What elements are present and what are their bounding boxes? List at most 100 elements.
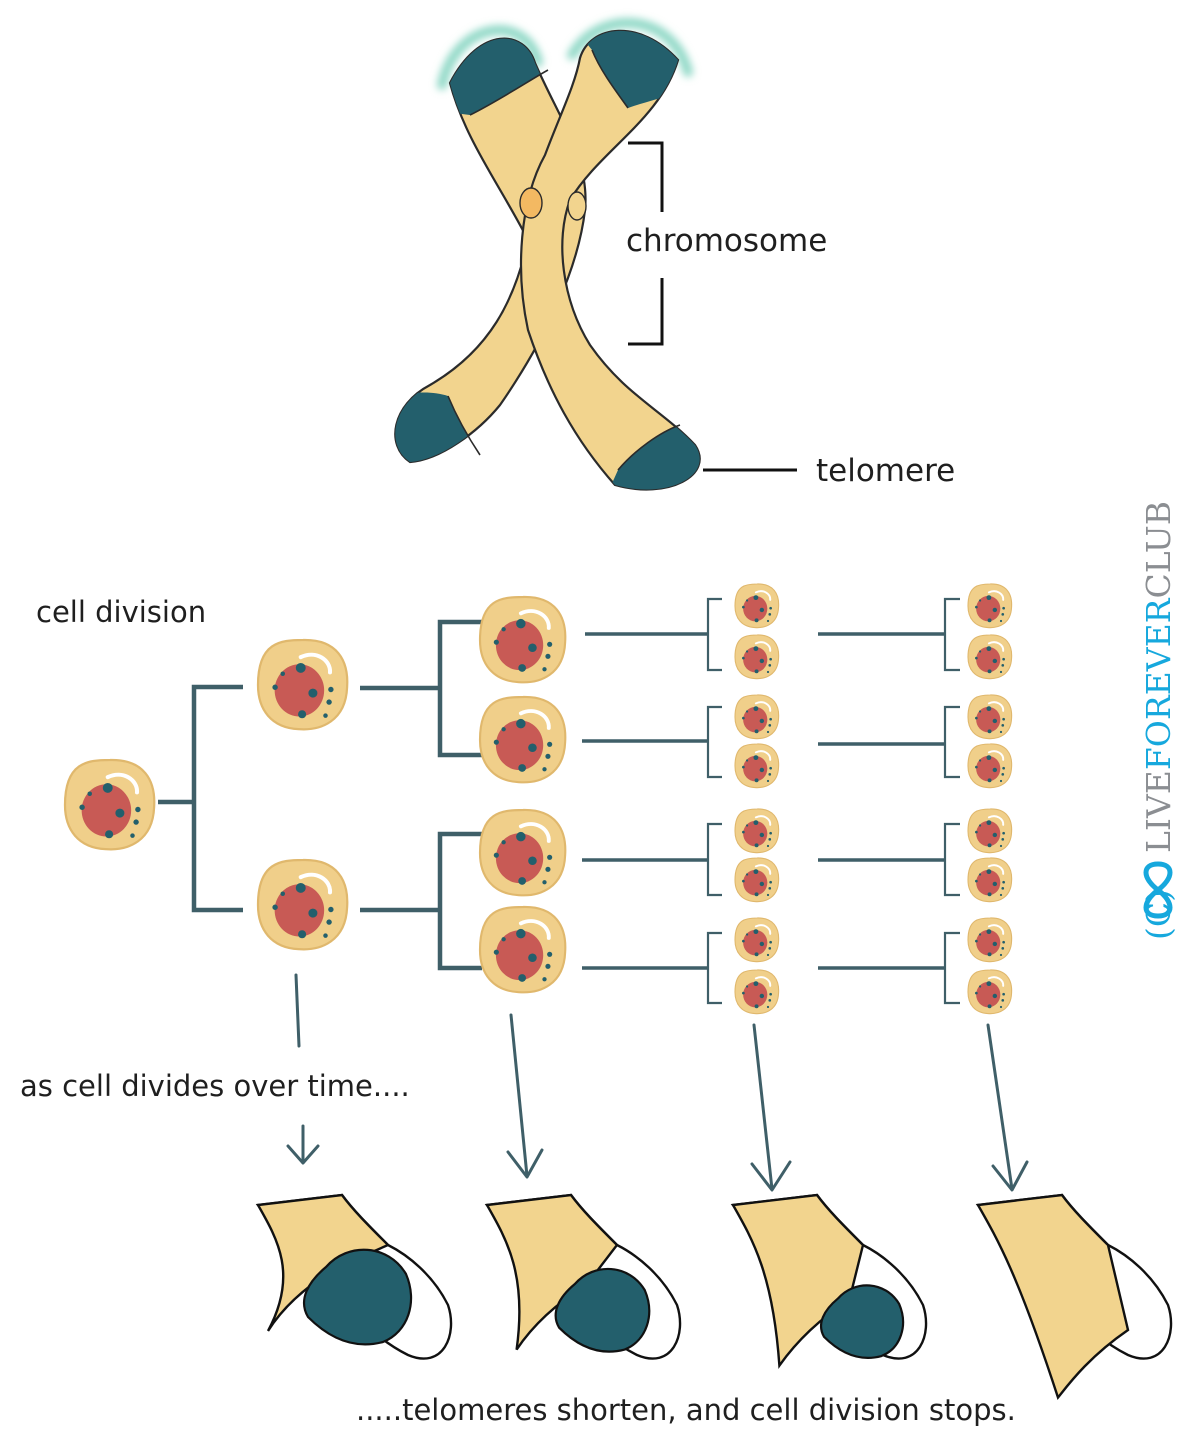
chromatin-dot (102, 782, 113, 793)
chromatin-dot (746, 759, 749, 762)
chromatin-dot (766, 953, 770, 957)
chromatin-dot (759, 658, 765, 664)
chromatin-dot (753, 869, 759, 875)
cell (256, 638, 349, 731)
cell (734, 743, 780, 789)
chromatin-dot (323, 713, 328, 718)
chromatin-dot (759, 881, 765, 887)
watermark-text: (C)LIVEFOREVERCLUB (1139, 501, 1178, 940)
chromatin-dot (1002, 880, 1005, 884)
chromatin-dot (992, 941, 998, 947)
cell-highlight (754, 590, 772, 601)
chromatin-dot (986, 646, 992, 652)
chromatin-dot (759, 832, 765, 838)
chromatid-segment (485, 1193, 619, 1351)
time-arrows (286, 973, 1029, 1192)
telomere-cap (302, 1248, 413, 1346)
cell-highlight (298, 652, 333, 675)
cell (478, 905, 567, 994)
cell-highlight (987, 976, 1005, 987)
chromatin-dot (1002, 606, 1005, 610)
chromatin-dot (975, 879, 978, 883)
cell-highlight (105, 772, 140, 795)
arrow-4 (986, 1023, 1029, 1192)
chromatin-dot (295, 662, 306, 673)
chromatin-dot (742, 939, 745, 943)
cell (967, 743, 1013, 789)
chromatin-dot (992, 993, 998, 999)
cell-highlight (987, 641, 1005, 652)
chromatin-dot (992, 881, 998, 887)
watermark-forever: FOREVER (1139, 597, 1178, 770)
chromatin-dot (501, 627, 506, 632)
nucleus (495, 720, 544, 771)
chromosome-tips-layer (255, 1193, 1173, 1400)
nucleus (743, 706, 768, 733)
chromatin-dot (979, 933, 982, 936)
cell (967, 808, 1013, 854)
chromatin-dot (79, 804, 85, 810)
chromatin-dot (754, 618, 759, 623)
chromatin-dot (87, 791, 92, 796)
chromatin-dot (759, 607, 765, 613)
chromatin-dot (1002, 940, 1005, 944)
chromatin-dot (986, 869, 992, 875)
cell (967, 969, 1013, 1015)
arrow-2 (506, 1013, 544, 1179)
chromatin-dot (1001, 999, 1005, 1002)
cell (734, 694, 780, 740)
chromatin-dot (1001, 838, 1005, 841)
infinity-logo-icon (1143, 861, 1173, 919)
chromatin-dot (323, 933, 328, 938)
chromatin-dot (979, 759, 982, 762)
cell-highlight (754, 924, 772, 935)
chromatin-dot (753, 820, 759, 826)
chromatin-dot (769, 831, 772, 835)
chromatin-dot (986, 595, 992, 601)
cell (967, 917, 1013, 963)
chromatin-dot (547, 951, 553, 957)
chromatin-dot (135, 806, 141, 813)
chromatin-dot (1001, 664, 1005, 667)
chromatin-dot (742, 879, 745, 883)
chromatin-dot (768, 613, 772, 616)
cell (734, 969, 780, 1015)
chromatin-dot (759, 767, 765, 773)
watermark-live: LIVE (1139, 770, 1178, 853)
chromatin-dot (987, 1004, 992, 1009)
chromatin-dot (545, 753, 551, 759)
chromatin-dot (753, 981, 759, 987)
chromatin-dot (769, 657, 772, 661)
chromatin-dot (769, 766, 772, 770)
chromatin-dot (326, 699, 332, 705)
chromatin-dot (528, 856, 537, 866)
cell-highlight (987, 815, 1005, 826)
chromatin-dot (987, 952, 992, 957)
nucleus (274, 884, 325, 937)
chromatin-dot (975, 939, 978, 943)
chromatin-dot (1002, 992, 1005, 996)
cell (478, 595, 567, 684)
chromatin-dot (493, 852, 499, 858)
nucleus (495, 833, 544, 884)
chromatin-dot (766, 1005, 770, 1009)
chromatin-dot (516, 928, 526, 939)
chromatin-dot (328, 906, 334, 913)
chromatin-dot (992, 832, 998, 838)
chromatin-dot (768, 773, 772, 776)
chromatin-dot (518, 974, 527, 982)
chromatin-dot (742, 656, 745, 660)
chromatin-dot (769, 880, 772, 884)
chromatid-segment (256, 1193, 391, 1332)
chromatin-dot (746, 650, 749, 653)
chromatin-dot (766, 844, 770, 848)
chromatin-dot (328, 686, 334, 693)
chromatin-dot (542, 767, 547, 772)
cell-highlight (518, 709, 551, 730)
chromatin-dot (999, 953, 1003, 957)
chromatin-dot (518, 664, 527, 672)
chromatin-dot (542, 880, 547, 885)
chromatin-dot (742, 991, 745, 995)
chromatin-dot (308, 688, 318, 698)
